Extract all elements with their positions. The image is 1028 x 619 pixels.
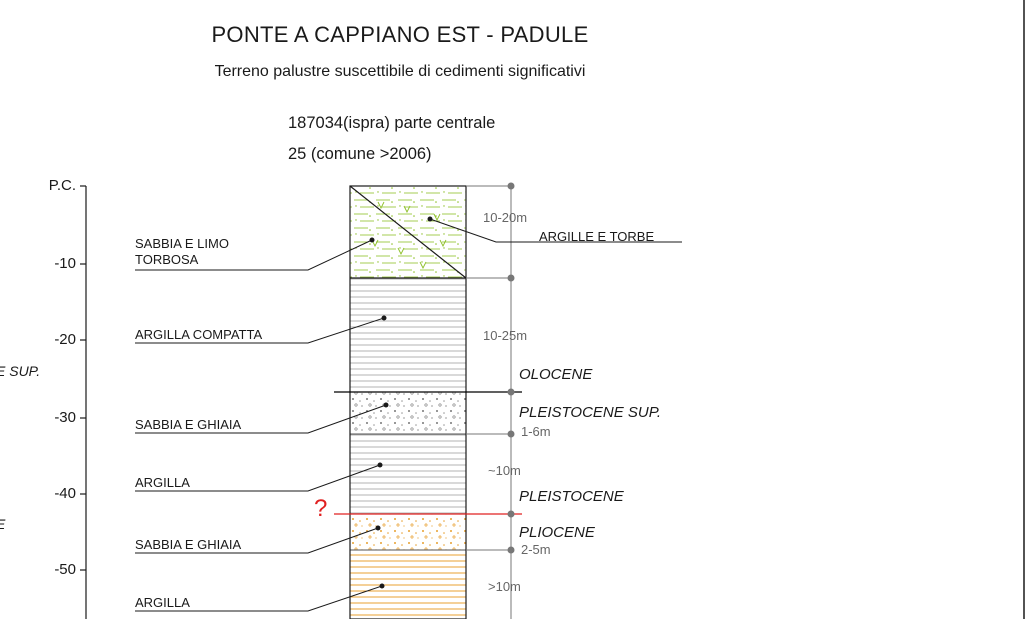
leader-sabbia-ghiaia-2 [135,527,379,554]
depth-label: P.C. [48,177,76,194]
thickness-label: 10-25m [483,328,528,343]
layer-sand-gravel-grey-fill [350,392,466,434]
diagram-subtitle: Terreno palustre suscettibile di cedimen… [214,63,586,80]
thickness-node [507,182,515,190]
leader-dot [427,216,433,222]
leader-argille-torbe [429,218,682,243]
thickness-label: 2-5m [521,542,551,557]
leader-sabbia-limo [135,239,373,271]
layer-label-argille-torbe: ARGILLE E TORBE [539,229,655,244]
depth-label: -20 [54,331,76,348]
layer-label-sabbia-ghiaia: SABBIA E GHIAIA [135,537,242,552]
layer-clay-orange-fill [350,550,466,619]
cutoff-epoch-label: E SUP. [0,363,41,379]
reference-line-2: 25 (comune >2006) [288,145,432,163]
layer-sand-gravel-orange-fill [350,514,466,550]
column-outline [349,185,467,619]
depth-label: -30 [54,409,76,426]
diagram-title: PONTE A CAPPIANO EST - PADULE [211,22,589,47]
leader-argilla-2 [135,585,383,612]
uncertain-boundary-marker: ? [314,495,328,522]
thickness-node [507,388,515,396]
epoch-label-upper: OLOCENE [519,366,593,383]
leader-dot [375,525,381,531]
layer-label-argilla: ARGILLA [135,595,190,610]
thickness-label: >10m [488,579,521,594]
epoch-label-lower: PLIOCENE [519,524,595,541]
thickness-node [507,274,515,282]
thickness-node [507,510,515,518]
thickness-label: ~10m [488,463,521,478]
reference-line-1: 187034(ispra) parte centrale [288,114,496,132]
epoch-label-upper: PLEISTOCENE [519,488,624,505]
thickness-node [507,546,515,554]
peat-diagonal [349,185,467,279]
leader-sabbia-ghiaia-1 [135,404,387,434]
thickness-label: 1-6m [521,424,551,439]
depth-label: -10 [54,255,76,272]
leader-argilla-compatta [135,317,385,344]
layer-label-sabbia-limo: SABBIA E LIMO TORBOSA [135,236,229,267]
leader-dot [379,583,385,589]
layer-clay-grey-fill [350,434,466,514]
depth-label: -50 [54,561,76,578]
leader-dot [377,462,383,468]
thickness-node [507,430,515,438]
leader-dot [383,402,389,408]
epoch-label-lower: PLEISTOCENE SUP. [519,404,662,421]
cutoff-epoch-label: E [0,516,5,532]
thickness-label: 10-20m [483,210,528,225]
layer-clay-compact-fill [350,278,466,392]
leader-argilla-1 [135,464,381,492]
leader-dot [381,315,387,321]
layer-label-argilla-compatta: ARGILLA COMPATTA [135,327,263,342]
leader-dot [369,237,375,243]
layer-label-sabbia-ghiaia: SABBIA E GHIAIA [135,417,242,432]
depth-label: -40 [54,485,76,502]
layer-label-argilla: ARGILLA [135,475,190,490]
